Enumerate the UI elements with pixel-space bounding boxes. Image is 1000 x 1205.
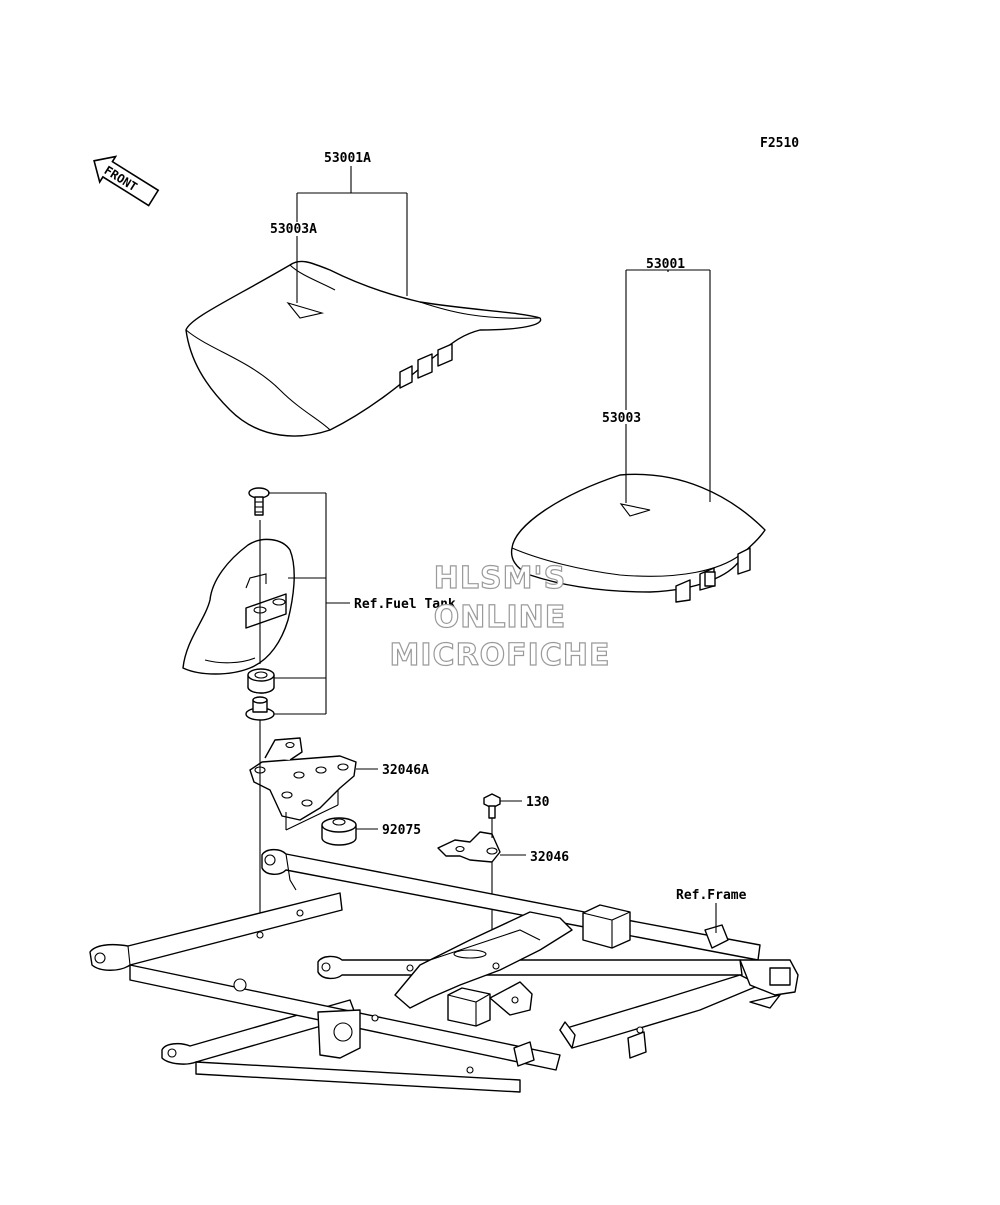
label-32046: 32046	[530, 850, 569, 865]
label-32046a: 32046A	[382, 763, 429, 778]
label-53001: 53001	[646, 257, 685, 272]
label-130: 130	[526, 795, 550, 810]
bracket-32046a	[249, 737, 357, 821]
watermark-line3: MICROFICHE	[390, 638, 611, 673]
figure-code: F2510	[760, 136, 799, 151]
label-92075: 92075	[382, 823, 421, 838]
rear-seat-callouts	[625, 269, 711, 503]
fuel-tank-fragment	[182, 538, 295, 675]
bracket-32046	[437, 831, 501, 863]
label-53001a: 53001A	[324, 151, 371, 166]
label-53003: 53003	[602, 411, 641, 426]
label-ref-fuel-tank: Ref.Fuel Tank	[354, 597, 456, 612]
damper-icon	[321, 817, 357, 846]
watermark: HLSM'S ONLINE MICROFICHE	[389, 560, 611, 673]
label-ref-frame: Ref.Frame	[676, 888, 747, 903]
front-arrow-icon: FRONT	[93, 155, 160, 207]
frame	[89, 848, 799, 1093]
rear-seat	[510, 473, 766, 603]
grommet-icon	[247, 668, 275, 694]
collar-icon	[245, 696, 275, 721]
watermark-line1: HLSM'S	[434, 561, 566, 596]
bolt-icon	[483, 793, 501, 819]
watermark-line2: ONLINE	[434, 600, 567, 635]
fuel-tank-callouts	[268, 492, 350, 715]
damper-callouts	[285, 790, 378, 831]
front-seat-callouts	[296, 166, 408, 303]
label-53003a: 53003A	[270, 222, 317, 237]
front-seat	[185, 260, 542, 437]
screw-icon	[248, 487, 270, 516]
